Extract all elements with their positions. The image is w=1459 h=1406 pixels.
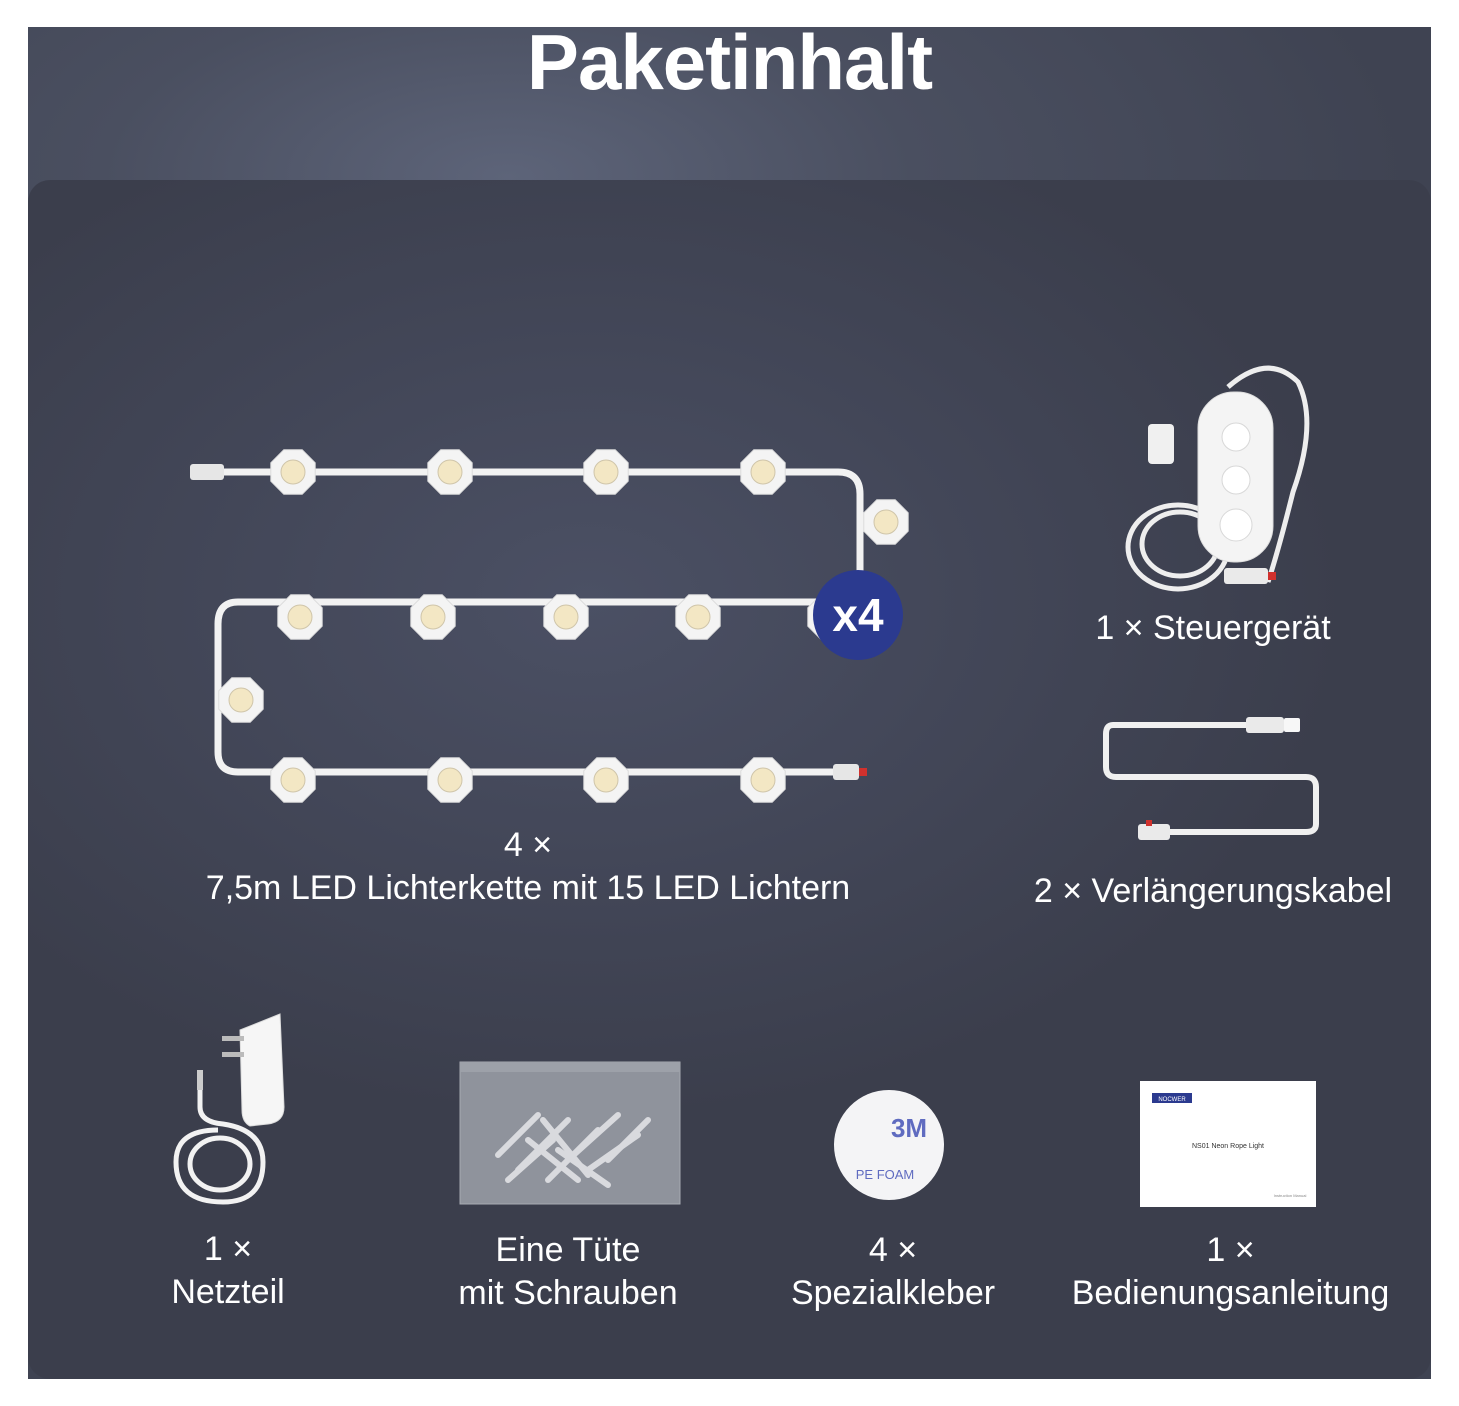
page-title: Paketinhalt <box>526 18 933 106</box>
led-bulb <box>437 767 463 793</box>
screws-qty: Eine Tüte <box>495 1231 641 1269</box>
screw <box>565 1112 621 1163</box>
power-adapter-label: 1 × Netzteil <box>128 1228 328 1314</box>
led-bulb <box>685 604 711 630</box>
adhesive-pad-image: 3M PE FOAM <box>834 1090 944 1200</box>
controller-qty: 1 × Steuergerät <box>1095 609 1331 647</box>
led-chain-image <box>190 449 909 803</box>
chain-plug-start <box>190 464 224 480</box>
led-bulb <box>553 604 579 630</box>
controller-label: 1 × Steuergerät <box>1038 607 1388 650</box>
controller-image <box>1125 365 1310 592</box>
manual-image: NOCWER NS01 Neon Rope Light Instruction … <box>1140 1081 1316 1207</box>
screw <box>605 1117 651 1163</box>
led-chain-label: 4 × 7,5m LED Lichterkette mit 15 LED Lic… <box>168 824 888 910</box>
led-bulb <box>228 687 254 713</box>
led-bulb <box>593 459 619 485</box>
manual-title: NS01 Neon Rope Light <box>1192 1143 1264 1150</box>
manual-footer: Instruction Manual <box>1274 1193 1307 1198</box>
led-chain-qty: 4 × <box>503 826 553 864</box>
screw <box>525 1137 581 1183</box>
screw <box>495 1112 541 1158</box>
led-bulb <box>750 767 776 793</box>
led-bulb <box>593 767 619 793</box>
screws-bag-image <box>459 1061 681 1205</box>
led-bulb <box>420 604 446 630</box>
product-frame: Paketinhalt x4 4 × 7,5m LED Lichterkette… <box>28 18 1431 1379</box>
manual-name: Bedienungsanleitung <box>1071 1274 1390 1312</box>
adhesive-brand: 3M <box>891 1113 927 1143</box>
badge-text: x4 <box>832 589 884 641</box>
led-chain-name: 7,5m LED Lichterkette mit 15 LED Lichter… <box>205 869 851 907</box>
chain-plug-end <box>859 768 867 776</box>
led-bulb <box>287 604 313 630</box>
adhesive-qty: 4 × <box>868 1231 918 1269</box>
led-bulb <box>280 767 306 793</box>
controller-button-2 <box>1221 465 1251 495</box>
manual-label: 1 × Bedienungsanleitung <box>1058 1229 1403 1315</box>
led-bulb <box>873 509 899 535</box>
extension-cable-label: 2 × Verlängerungskabel <box>1008 870 1418 913</box>
led-bulb <box>280 459 306 485</box>
screws-label: Eine Tüte mit Schrauben <box>418 1229 718 1315</box>
screw <box>505 1137 556 1183</box>
power-adapter-image <box>173 1013 285 1205</box>
controller-button-1 <box>1221 422 1251 452</box>
adhesive-name: Spezialkleber <box>790 1274 996 1312</box>
extension-cable-image <box>1103 717 1319 840</box>
extension-cable-qty: 2 × Verlängerungskabel <box>1033 872 1393 910</box>
manual-brand: NOCWER <box>1158 1097 1186 1103</box>
power-adapter-qty: 1 × <box>203 1230 253 1268</box>
screws-name: mit Schrauben <box>458 1274 678 1312</box>
adhesive-text: PE FOAM <box>856 1167 915 1182</box>
power-adapter-name: Netzteil <box>171 1273 285 1311</box>
led-bulb <box>437 459 463 485</box>
controller-button-3 <box>1219 508 1253 542</box>
manual-qty: 1 × <box>1206 1231 1255 1269</box>
quantity-badge: x4 <box>813 570 903 660</box>
adhesive-label: 4 × Spezialkleber <box>773 1229 1013 1315</box>
led-bulb <box>750 459 776 485</box>
screw <box>540 1117 591 1178</box>
